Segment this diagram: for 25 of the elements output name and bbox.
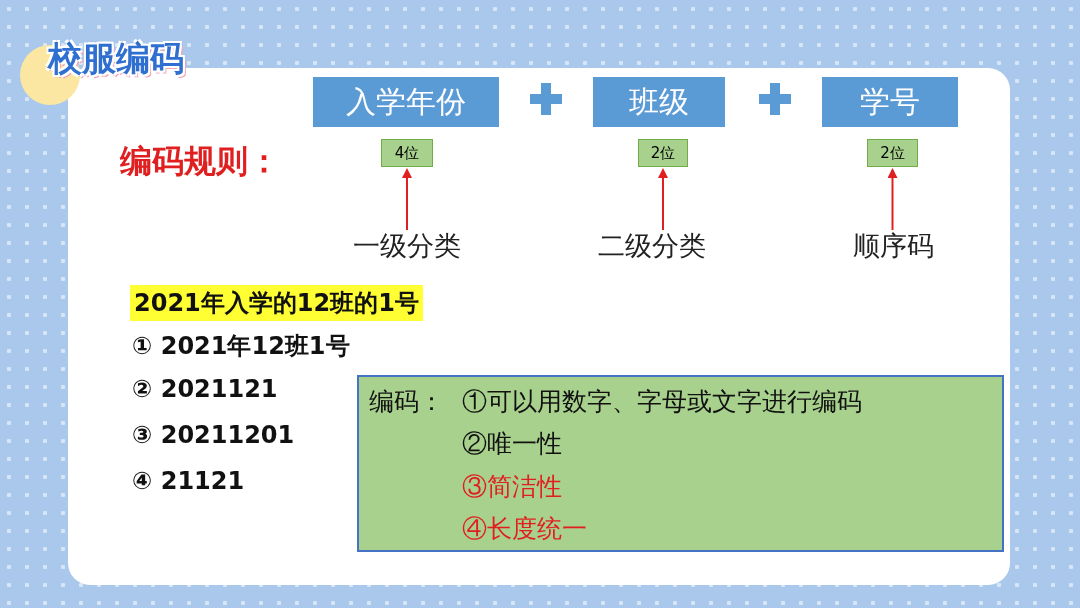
note-heading: 编码：: [369, 386, 444, 418]
list-item: ② 2021121: [132, 375, 278, 403]
list-item: ③ 20211201: [132, 421, 295, 449]
arrow: [658, 168, 668, 231]
category-label: 二级分类: [562, 228, 742, 268]
category-label: 顺序码: [823, 228, 963, 268]
note-panel: [357, 375, 1004, 552]
arrow: [402, 168, 412, 231]
note-item: ①可以用数字、字母或文字进行编码: [462, 386, 862, 418]
list-item: ④ 21121: [132, 467, 245, 495]
category-label: 一级分类: [317, 228, 497, 268]
note-item: ②唯一性: [462, 428, 562, 460]
category-box: 入学年份: [313, 77, 499, 127]
title: 校服编码: [48, 37, 184, 80]
category-box: 学号: [822, 77, 958, 127]
highlighted-text: 2021年入学的12班的1号: [130, 285, 423, 321]
arrow: [887, 168, 898, 231]
category-box: 班级: [593, 77, 725, 127]
list-item: ① 2021年12班1号: [132, 331, 350, 362]
rule-heading: 编码规则：: [120, 141, 280, 182]
note-item: ③简洁性: [462, 471, 562, 503]
note-item: ④长度统一: [462, 513, 587, 545]
digit-box: 2位: [638, 139, 688, 167]
digit-box: 4位: [381, 139, 433, 167]
digit-box: 2位: [867, 139, 918, 167]
